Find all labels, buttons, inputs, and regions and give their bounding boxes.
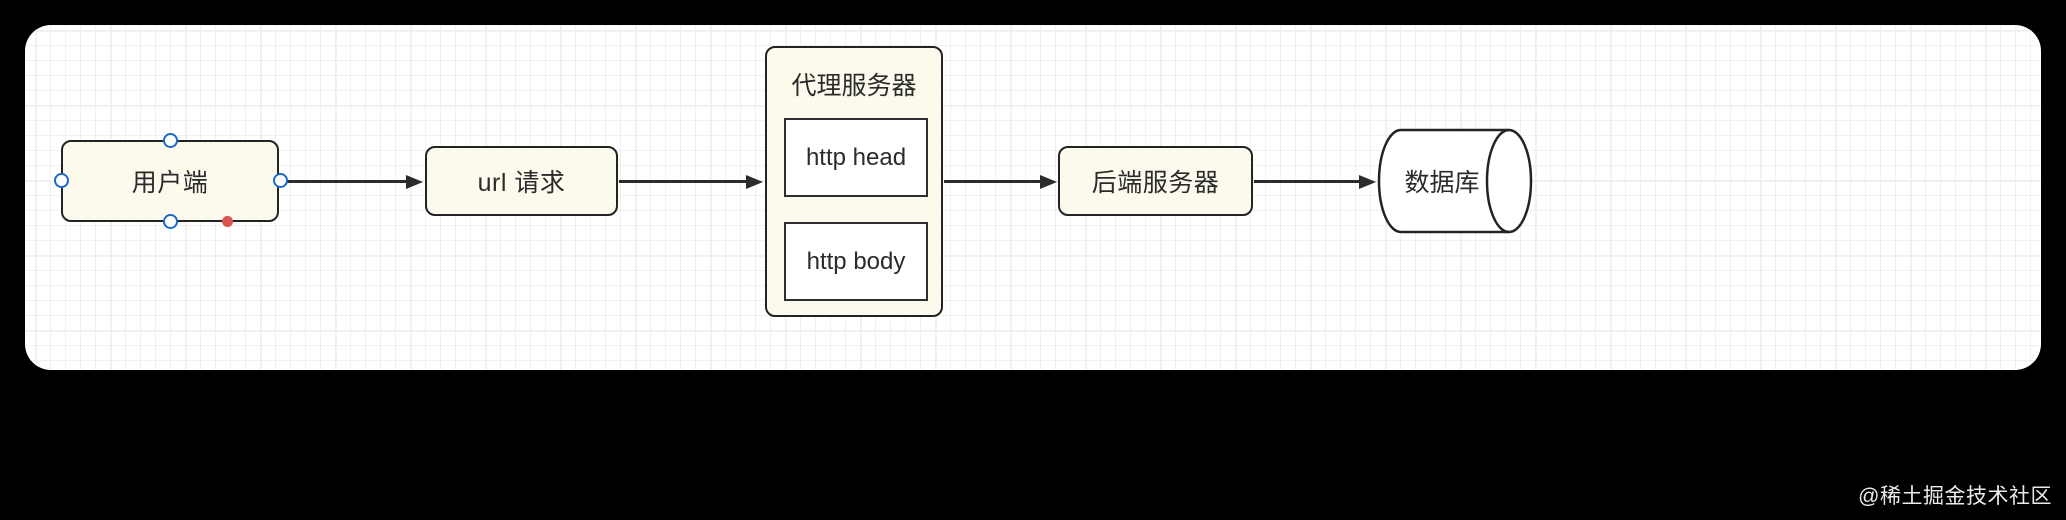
node-url-request[interactable]: url 请求: [425, 146, 618, 216]
selection-handle-bottom[interactable]: [163, 214, 178, 229]
arrowhead-icon: [1040, 174, 1057, 189]
node-http-head[interactable]: http head: [784, 118, 928, 197]
edge-line: [619, 180, 746, 183]
watermark: @稀土掘金技术社区: [1858, 485, 2052, 508]
arrowhead-icon: [746, 174, 763, 189]
node-database[interactable]: 数据库: [1375, 126, 1535, 236]
node-proxy-server-title: 代理服务器: [791, 72, 917, 100]
anchor-dot-icon[interactable]: [222, 216, 233, 227]
edge-line: [944, 180, 1040, 183]
edge-line: [1254, 180, 1359, 183]
edge-line: [281, 180, 406, 183]
cylinder-shape-icon: [1377, 128, 1533, 234]
grid-background: [25, 25, 2041, 370]
node-backend-server[interactable]: 后端服务器: [1058, 146, 1253, 216]
selection-handle-top[interactable]: [163, 133, 178, 148]
edge-url-to-proxy[interactable]: [619, 170, 763, 192]
node-database-label: 数据库: [1404, 169, 1480, 197]
selection-handle-right[interactable]: [273, 173, 288, 188]
selection-handle-left[interactable]: [54, 173, 69, 188]
edge-proxy-to-backend[interactable]: [944, 170, 1057, 192]
node-http-body[interactable]: http body: [784, 222, 928, 301]
diagram-canvas[interactable]: 用户端 url 请求 代理服务器 http head http body: [25, 25, 2041, 370]
arrowhead-icon: [406, 174, 423, 189]
node-client[interactable]: 用户端: [61, 140, 279, 222]
arrowhead-icon: [1359, 174, 1376, 189]
shape-layer: 用户端 url 请求 代理服务器 http head http body: [25, 25, 2041, 370]
edge-backend-to-database[interactable]: [1254, 170, 1376, 192]
node-proxy-server[interactable]: 代理服务器 http head http body: [765, 46, 943, 317]
edge-client-to-url[interactable]: [281, 170, 423, 192]
